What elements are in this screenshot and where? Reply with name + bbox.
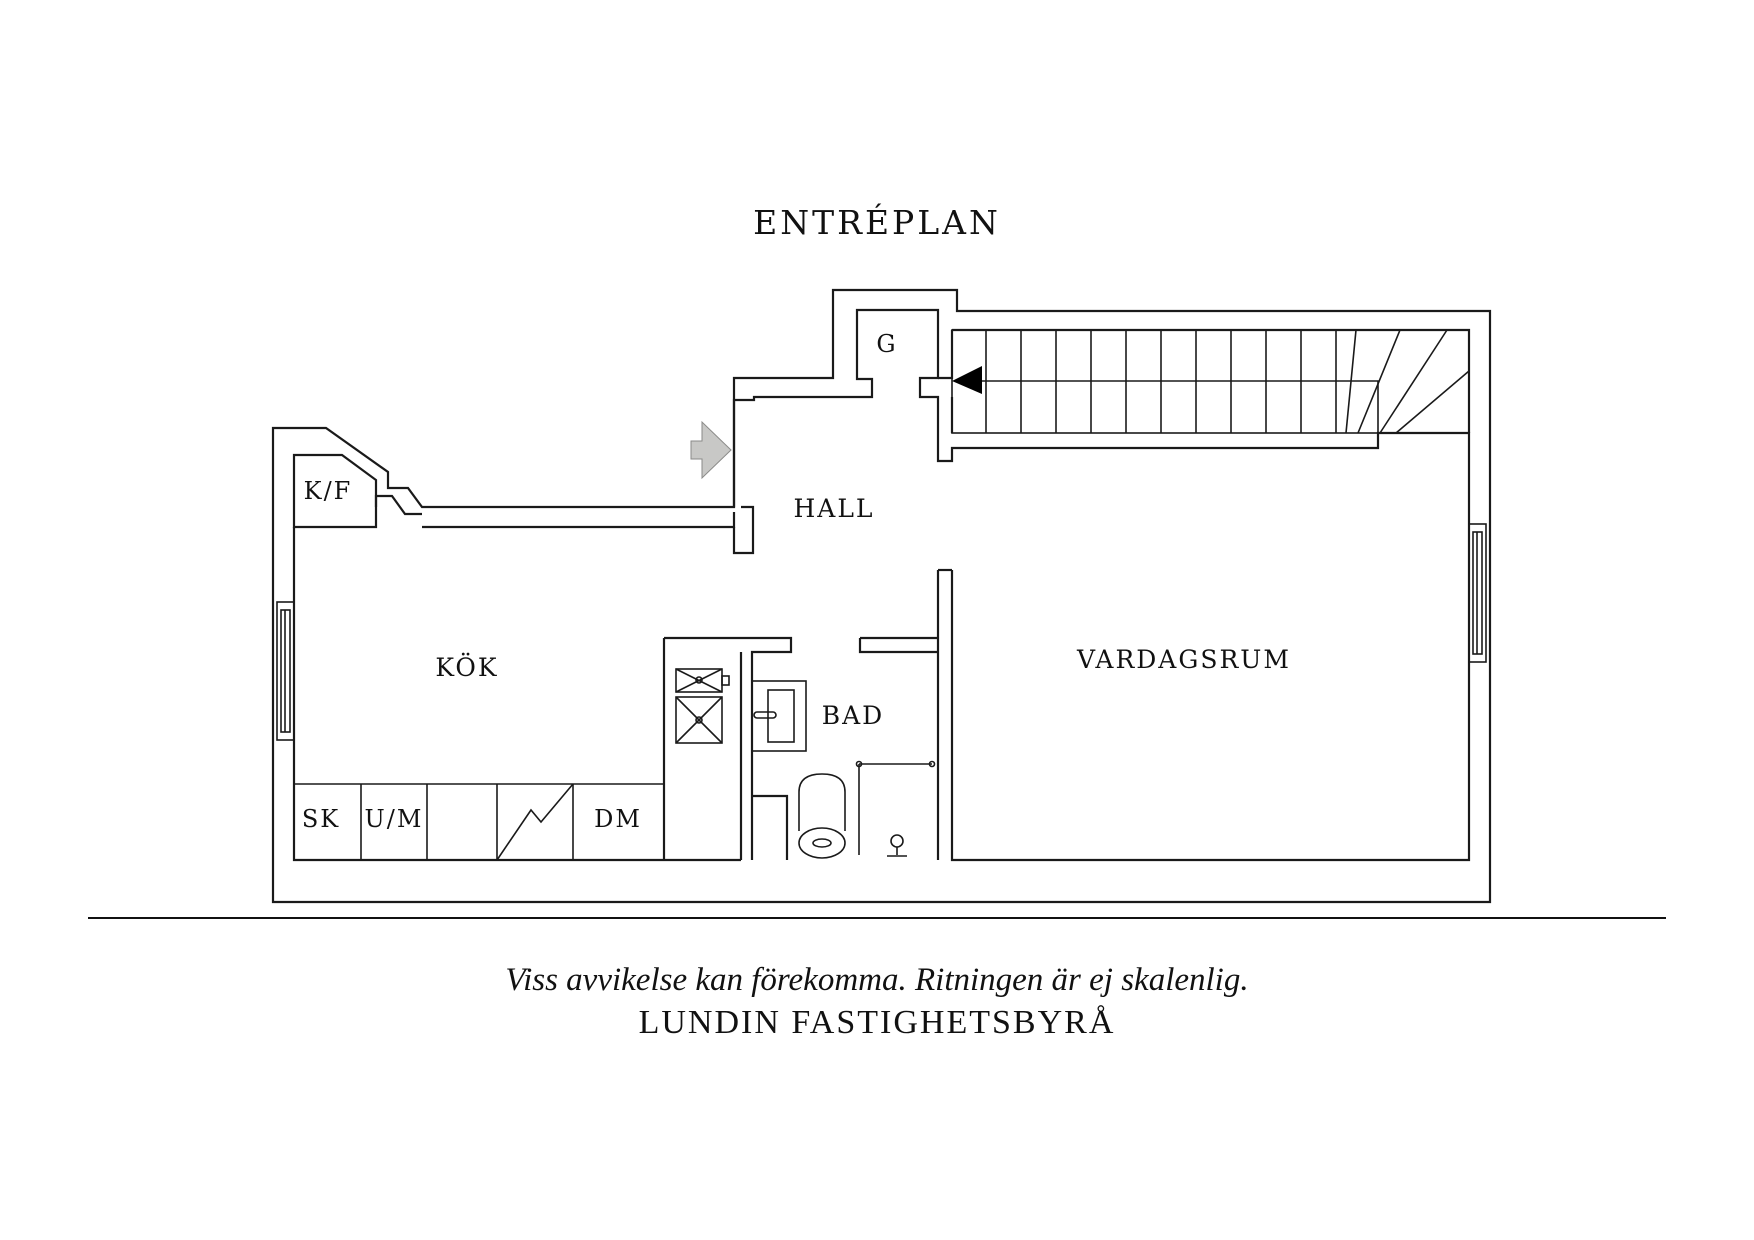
room-label-um: U/M [365, 805, 424, 833]
brand-name: LUNDIN FASTIGHETSBYRÅ [638, 1004, 1116, 1041]
bathtub-fixtures [675, 668, 730, 744]
window-east [1468, 523, 1487, 663]
shower-icon [855, 760, 936, 857]
disclaimer-text: Viss avvikelse kan förekomma. Ritningen … [505, 962, 1249, 998]
stair-arrow-icon [952, 366, 982, 394]
room-label-sk: SK [302, 805, 340, 833]
washbasin [751, 680, 807, 752]
plan-title: ENTRÉPLAN [753, 203, 1001, 242]
room-label-hall: HALL [793, 494, 874, 523]
window-west [276, 601, 295, 741]
room-label-vardagsrum: VARDAGSRUM [1076, 645, 1291, 674]
staircase [951, 329, 1470, 434]
divider-line [88, 917, 1666, 919]
room-label-g: G [876, 330, 897, 358]
toilet-icon [798, 773, 846, 859]
entry-arrow-icon [690, 420, 732, 480]
room-label-kok: KÖK [435, 653, 498, 682]
room-label-dm: DM [594, 805, 642, 833]
room-label-kf: K/F [304, 477, 353, 505]
room-label-bad: BAD [822, 701, 884, 730]
